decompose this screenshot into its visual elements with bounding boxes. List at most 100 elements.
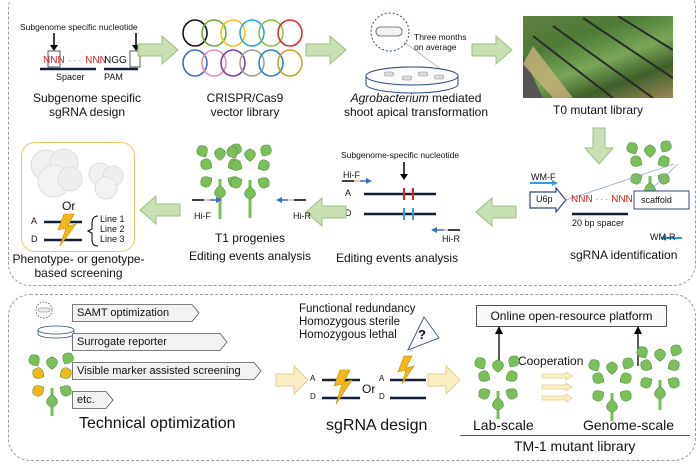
subgenome-nucleotide-annotation: Subgenome specific nucleotide	[20, 22, 138, 32]
question-triangle-icon	[406, 316, 440, 351]
cooperation-arrows	[541, 371, 573, 403]
primer-hi-f-t1: Hi-F	[194, 211, 211, 221]
genome-scale-label: Genome-scale	[583, 417, 675, 433]
leaf	[654, 348, 666, 362]
flow-arrow-right-2	[305, 34, 347, 66]
lab-scale-label: Lab-scale	[473, 417, 534, 433]
leaf	[640, 377, 653, 389]
leaf	[588, 359, 600, 372]
step1-caption-line2: sgRNA design	[48, 104, 126, 119]
challenge-list: Functional redundancy Homozygous sterile…	[299, 303, 415, 343]
vector-ring	[201, 19, 227, 47]
leaf	[260, 144, 272, 157]
leaf	[619, 390, 632, 402]
leaf	[478, 370, 491, 382]
sgrna-identification-schematic	[529, 163, 690, 241]
step4-caption: T0 mutant library	[552, 103, 644, 117]
step1-caption-line1: Subgenome specific	[32, 91, 142, 105]
step7-caption-line1: T1 progenies	[214, 231, 286, 245]
leaf	[230, 177, 243, 189]
tag-label: SAMT optimization	[77, 307, 170, 319]
primer-hi-r-step6: Hi-R	[442, 234, 460, 244]
pam-g1: G	[111, 55, 120, 66]
vector-ring	[258, 19, 284, 47]
vector-library-rings	[182, 19, 303, 77]
seq-dots: · · ·	[68, 56, 82, 65]
duration-note-line2: on average	[414, 41, 457, 52]
step7-caption-line2: Editing events analysis	[188, 249, 312, 263]
spacer-label: Spacer	[56, 72, 85, 82]
field-photo	[523, 16, 673, 98]
seq-right: NNN	[611, 194, 633, 205]
sgrna-design-caption: sgRNA design	[326, 417, 428, 434]
step2-caption: CRISPR/Cas9 vector library	[180, 91, 310, 120]
leaf	[606, 399, 618, 413]
tag-surrogate-reporter: Surrogate reporter	[72, 333, 233, 351]
leaf	[630, 155, 643, 167]
primer-hi-r-t1: Hi-R	[293, 211, 311, 221]
spacer-20bp-label: 20 bp spacer	[572, 218, 625, 228]
design-chrom-a-1: A	[310, 374, 316, 383]
step8-caption-line2: based screening	[34, 265, 123, 280]
leaf	[59, 385, 72, 397]
leaf	[606, 361, 618, 375]
flow-arrow-right-1	[137, 34, 179, 66]
leaf	[244, 148, 256, 162]
t1-primers	[192, 197, 306, 203]
online-platform-box: Online open-resource platform	[476, 305, 667, 327]
design-chrom-a-2: A	[379, 374, 385, 383]
petri-dish-icon	[365, 12, 459, 94]
chromosome-d-screening: D	[31, 234, 38, 244]
leaf	[200, 176, 213, 188]
leaf	[478, 388, 491, 400]
vector-ring	[277, 19, 303, 47]
chromosome-d-label: D	[345, 208, 352, 218]
vector-ring	[220, 19, 246, 47]
leaf	[492, 397, 504, 411]
leaf	[257, 177, 270, 189]
vector-ring	[182, 49, 208, 77]
leaf	[230, 159, 243, 171]
petri-dish-small-icon	[35, 301, 75, 339]
leaf	[657, 173, 670, 185]
line-1: Line 1	[100, 214, 125, 224]
step8-caption: Phenotype- or genotype- based screening	[6, 252, 151, 281]
step3-caption-rest: mediated	[428, 91, 482, 105]
leaf	[492, 359, 504, 373]
tag-label: Surrogate reporter	[77, 336, 167, 348]
leaf	[505, 388, 518, 400]
plant-lab-scale	[474, 355, 520, 419]
leaf	[32, 367, 45, 379]
step3-caption-line1: Agrobacterium mediated	[336, 91, 496, 106]
step5-caption: sgRNA identification	[570, 248, 678, 262]
seq-dots: · · ·	[595, 195, 609, 204]
leaf	[640, 359, 653, 371]
leaf	[657, 155, 670, 167]
step8-caption-line1: Phenotype- or genotype-	[12, 252, 145, 266]
leaf	[59, 367, 72, 379]
tag-label: etc.	[77, 394, 95, 406]
step5-sequence: NNN· · ·NNN	[571, 194, 633, 206]
design-chrom-d-1: D	[310, 392, 316, 401]
sgrna-design-schematic	[40, 33, 141, 71]
flow-arrow-down	[583, 127, 615, 165]
design-or-label: Or	[362, 382, 376, 396]
step1-caption: Subgenome specific sgRNA design	[12, 91, 162, 120]
leaf	[626, 142, 638, 155]
yellow-arrow-2	[427, 364, 461, 396]
step3-caption: Agrobacterium mediated shoot apical tran…	[336, 91, 496, 120]
vector-ring	[182, 19, 208, 47]
seq-left: NNN	[571, 194, 593, 205]
bottom-strategy-panel	[8, 294, 696, 461]
vector-ring	[220, 49, 246, 77]
flow-arrow-left-2	[305, 196, 347, 228]
line-2: Line 2	[100, 224, 125, 235]
sgrna-design-options	[322, 355, 426, 405]
plant-icon-step5	[626, 140, 672, 200]
leaf	[46, 394, 58, 408]
vector-ring	[239, 19, 265, 47]
tag-samt-optimization: SAMT optimization	[72, 304, 205, 322]
leaf	[244, 186, 256, 200]
leaf	[62, 352, 74, 365]
seq-right: NNN	[85, 55, 107, 66]
